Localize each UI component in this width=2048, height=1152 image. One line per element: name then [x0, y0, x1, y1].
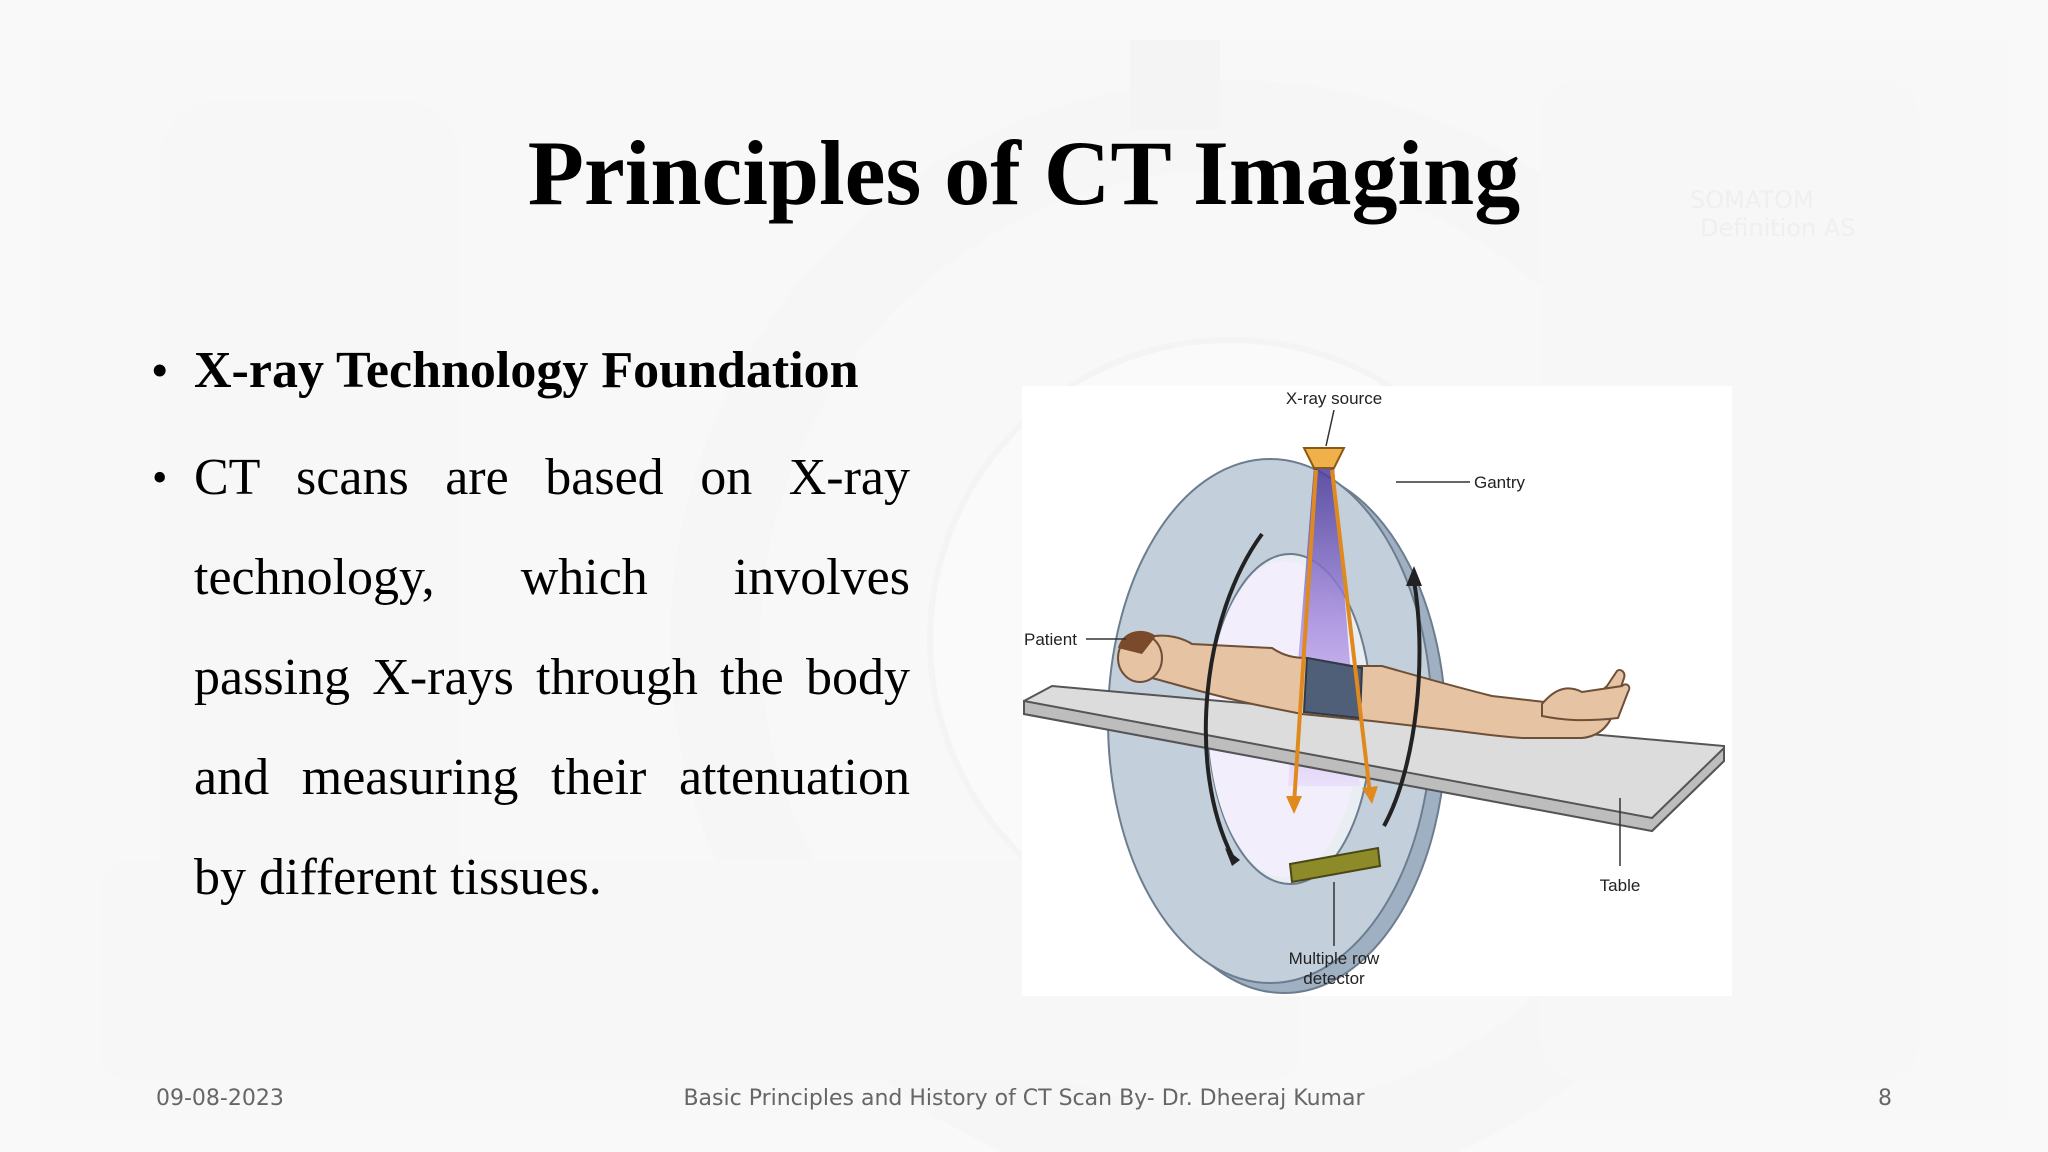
- svg-text:SOMATOM: SOMATOM: [1690, 186, 1814, 214]
- label-detector-line1: Multiple row: [1289, 949, 1380, 968]
- slide-title: Principles of CT Imaging: [527, 122, 1521, 224]
- beam-arrow: [1330, 469, 1372, 795]
- rotation-arrow-left: [1203, 532, 1264, 857]
- label-patient: Patient: [1024, 630, 1077, 649]
- ct-scanner-diagram: X-ray source Gantry Patient Table Multip…: [1022, 386, 1732, 996]
- background-brand-text: SOMATOM Definition AS: [1690, 186, 1856, 242]
- xray-source: [1302, 447, 1346, 469]
- bullet-item: • CT scans are based on X-ray technology…: [152, 428, 910, 928]
- rotation-arrow-right: [1382, 580, 1422, 827]
- label-gantry: Gantry: [1474, 473, 1526, 492]
- label-xray-source: X-ray source: [1286, 389, 1382, 408]
- bullet-text: CT scans are based on X-ray technology, …: [194, 449, 910, 906]
- bullet-item: • X-ray Technology Foundation: [152, 336, 910, 406]
- beam-arrow: [1292, 469, 1318, 805]
- bullet-list: • X-ray Technology Foundation • CT scans…: [152, 336, 910, 928]
- footer-title: Basic Principles and History of CT Scan …: [683, 1086, 1365, 1111]
- bullet-text: X-ray Technology Foundation: [194, 342, 859, 399]
- detector: [1288, 846, 1382, 884]
- bullet-symbol: •: [152, 346, 168, 395]
- svg-text:Definition AS: Definition AS: [1700, 214, 1856, 242]
- label-table: Table: [1600, 876, 1641, 895]
- footer-page-number: 8: [1878, 1086, 1892, 1111]
- patient-figure: [1117, 630, 1631, 739]
- bullet-symbol: •: [152, 453, 168, 502]
- footer-date: 09-08-2023: [156, 1086, 284, 1111]
- label-detector-line2: detector: [1303, 969, 1365, 988]
